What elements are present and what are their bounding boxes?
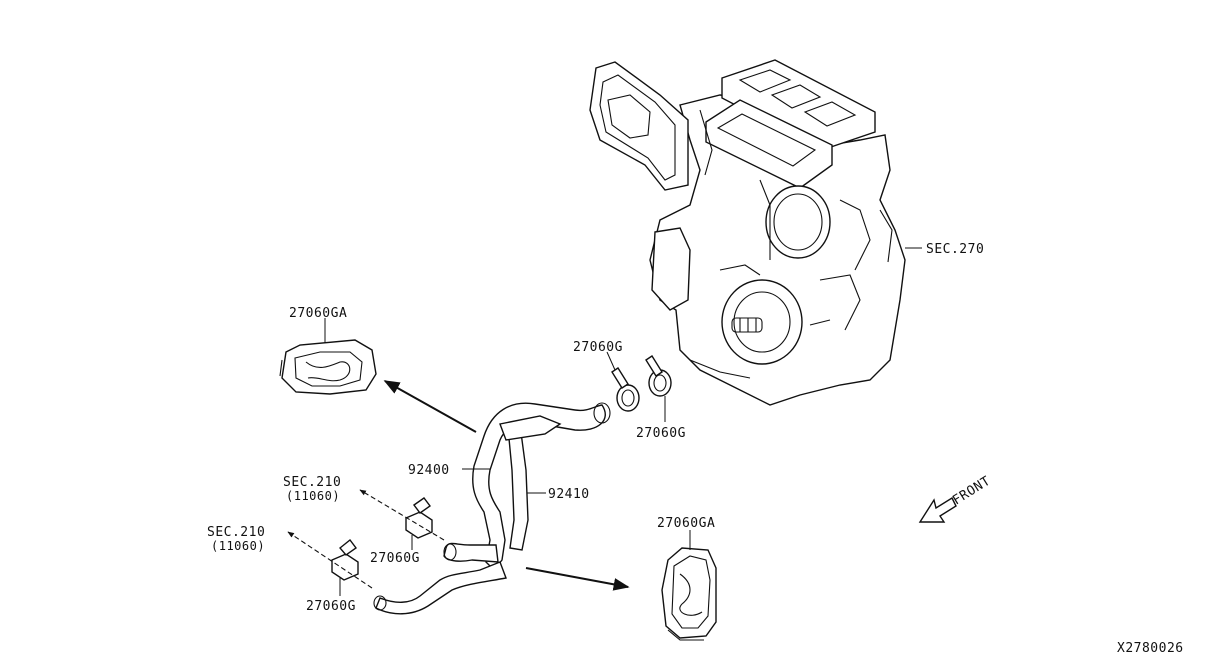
clamp-top-left-label: 27060G [573, 340, 623, 355]
clamp-mid-label: 27060G [370, 551, 420, 566]
front-arrow-icon [918, 496, 957, 523]
heater-unit [589, 59, 922, 406]
cap-27060ga-top [279, 339, 377, 395]
cap-bottom-label: 27060GA [657, 516, 715, 531]
sec210-a-label: SEC.210 [283, 475, 341, 490]
cap-top-label: 27060GA [289, 306, 347, 321]
front-label: FRONT [950, 474, 993, 509]
clamp-low [331, 539, 359, 581]
clamp-top-right-label: 27060G [636, 426, 686, 441]
hose-92410-label: 92410 [548, 487, 590, 502]
clamp-low-label: 27060G [306, 599, 356, 614]
cap-27060ga-bottom [661, 547, 717, 641]
sec210-a-sub: (11060) [286, 489, 340, 503]
sec210-a-arrow [359, 489, 445, 541]
hose-92400-label: 92400 [408, 463, 450, 478]
clamp-upper-right [645, 355, 672, 397]
arrow-to-top-cap [383, 380, 477, 433]
clamp-upper-left [611, 367, 640, 412]
sec-270-label: SEC.270 [926, 242, 984, 257]
arrow-to-bottom-cap [525, 567, 630, 591]
diagram-id: X2780026 [1117, 641, 1184, 656]
heater-hoses [373, 402, 611, 615]
sec210-b-sub: (11060) [211, 539, 265, 553]
clamp-mid [405, 497, 433, 539]
sec210-b-arrow [287, 531, 373, 589]
sec210-b-label: SEC.210 [207, 525, 265, 540]
